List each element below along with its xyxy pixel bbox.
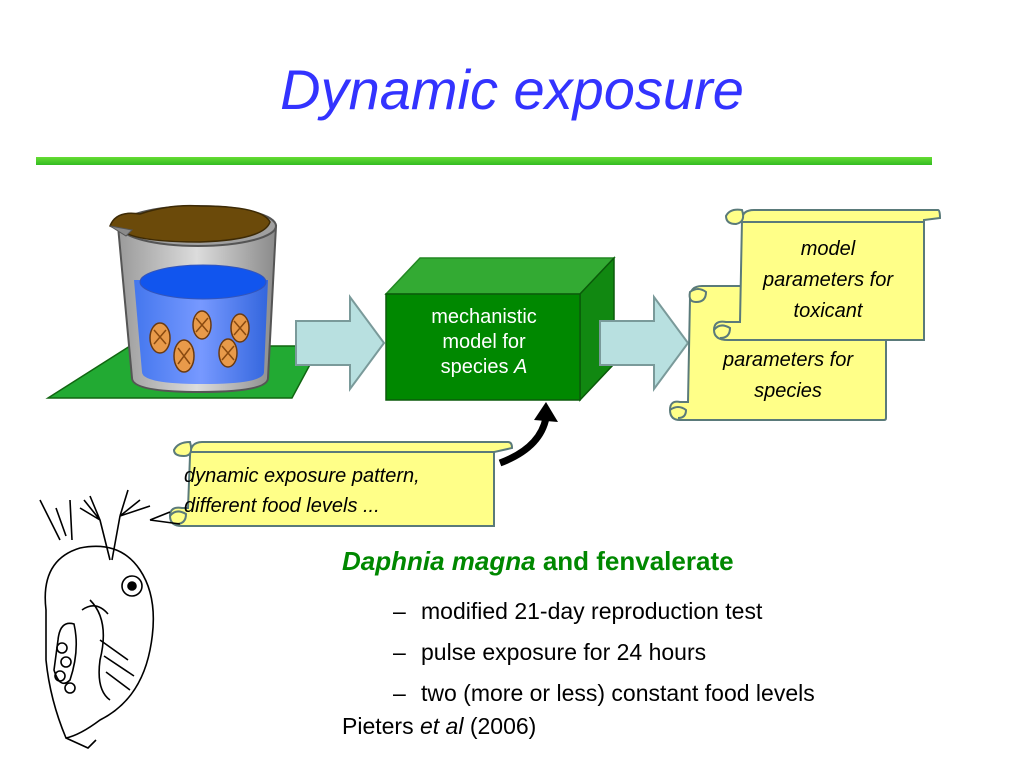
bullet-list: –modified 21-day reproduction test –puls… <box>393 591 815 714</box>
scroll-exposure-line1: dynamic exposure pattern, <box>184 465 420 487</box>
curved-arrow-icon <box>498 402 558 467</box>
scroll-toxicant-line3: toxicant <box>793 300 863 322</box>
model-box-label: mechanistic model for species A <box>388 305 580 380</box>
arrow-to-model <box>295 293 386 393</box>
heading-species: Daphnia magna <box>342 546 536 576</box>
daphnia-icon <box>149 322 171 354</box>
daphnia-group-icon <box>149 310 250 373</box>
scroll-toxicant-line1: model <box>800 238 856 260</box>
heading-rest: and fenvalerate <box>535 546 734 576</box>
citation: Pieters et al (2006) <box>342 713 537 739</box>
slide-title: Dynamic exposure <box>280 58 744 121</box>
arrow-to-parameters <box>599 293 690 393</box>
model-box-line1: mechanistic <box>431 306 537 328</box>
scroll-exposure-text: dynamic exposure pattern, different food… <box>184 461 494 521</box>
scroll-species-line2: species <box>754 380 822 402</box>
scroll-species-text: parameters for species <box>692 345 884 407</box>
daphnia-icon <box>192 310 212 340</box>
model-box-line2: model for <box>442 331 526 353</box>
scroll-toxicant <box>712 208 942 341</box>
scroll-toxicant-line2: parameters for <box>762 269 894 291</box>
scroll-species-line1: parameters for <box>722 349 854 371</box>
daphnia-icon <box>218 338 238 368</box>
daphnia-icon <box>173 339 195 373</box>
daphnia-icon <box>230 313 250 343</box>
model-box-line3: species A <box>440 356 528 378</box>
list-item: –pulse exposure for 24 hours <box>393 639 707 665</box>
scroll-toxicant-text: model parameters for toxicant <box>732 234 924 327</box>
title-divider <box>36 157 932 165</box>
section-heading: Daphnia magna and fenvalerate <box>342 546 734 577</box>
list-item: –two (more or less) constant food levels <box>393 680 815 706</box>
daphnia-illustration-icon <box>39 489 181 749</box>
scroll-exposure-line2: different food levels ... <box>184 495 380 517</box>
scroll-exposure <box>168 440 514 527</box>
list-item: –modified 21-day reproduction test <box>393 598 763 624</box>
